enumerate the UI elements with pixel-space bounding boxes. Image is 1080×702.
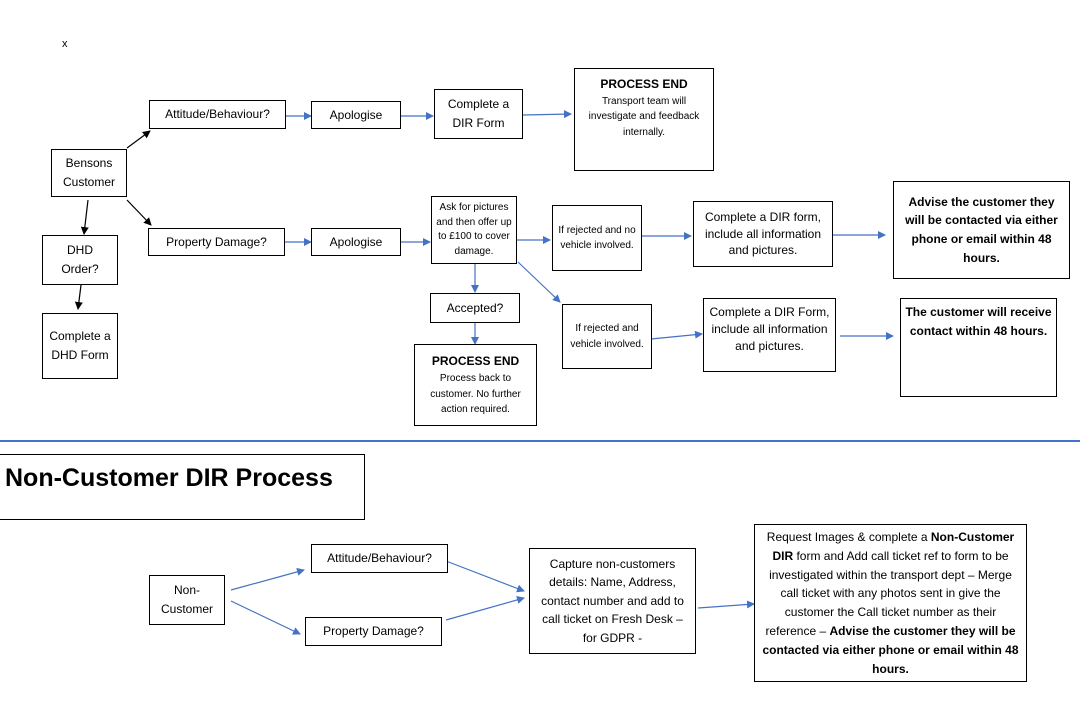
complete-dhd-form-box: Complete a DHD Form — [42, 313, 118, 379]
process-end-box-2: PROCESS END Process back to customer. No… — [414, 344, 537, 426]
complete-dir-form-box-1: Complete a DIR Form — [434, 89, 523, 139]
arrow-capture-to-request — [697, 600, 755, 609]
arrow-rejected-vehicle-to-dir — [650, 330, 703, 340]
apologise-box-2: Apologise — [311, 228, 401, 256]
accepted-box: Accepted? — [430, 293, 520, 323]
complete-dir-form-box-2: Complete a DIR form, include all informa… — [693, 201, 833, 267]
process-end-box-1: PROCESS END Transport team will investig… — [574, 68, 714, 171]
arrow-ask-to-rejected-vehicle — [517, 261, 561, 303]
complete-dir-form-box-3: Complete a DIR Form, include all informa… — [703, 298, 836, 372]
request-images-box: Request Images & complete a Non-Customer… — [754, 524, 1027, 682]
attitude-behaviour-box: Attitude/Behaviour? — [149, 100, 286, 129]
customer-contact-box: The customer will receive contact within… — [900, 298, 1057, 397]
arrow-bensons-to-attitude — [126, 130, 151, 149]
nc-attitude-behaviour-box: Attitude/Behaviour? — [311, 544, 448, 573]
request-images-text-1: Request Images & complete a — [766, 530, 931, 544]
arrow-bensons-to-property — [126, 199, 152, 226]
rejected-vehicle-box: If rejected and vehicle involved. — [562, 304, 652, 369]
arrow-dhd-to-complete-dhd — [74, 284, 83, 310]
arrow-dir-to-process-end — [522, 110, 572, 119]
arrow-attitude-to-capture — [445, 560, 525, 593]
process-end-title-1: PROCESS END — [600, 77, 688, 91]
arrow-property-to-capture — [445, 596, 525, 621]
non-customer-box: Non-Customer — [149, 575, 225, 625]
property-damage-box: Property Damage? — [148, 228, 285, 256]
section-divider — [0, 440, 1080, 442]
arrow-noncustomer-to-attitude — [230, 567, 305, 591]
ask-for-pictures-box: Ask for pictures and then offer up to £1… — [431, 196, 517, 264]
arrow-bensons-to-dhd — [80, 199, 89, 235]
nc-property-damage-box: Property Damage? — [305, 617, 442, 646]
process-end-text-2: Process back to customer. No further act… — [430, 373, 521, 416]
request-images-bold-1: Non-Customer DIR — [772, 530, 1015, 563]
bensons-customer-box: Bensons Customer — [51, 149, 127, 197]
process-end-title-2: PROCESS END — [431, 354, 520, 369]
rejected-no-vehicle-box: If rejected and no vehicle involved. — [552, 205, 642, 271]
capture-details-box: Capture non-customers details: Name, Add… — [529, 548, 696, 654]
request-images-text-2: form and Add call ticket ref to form to … — [765, 548, 1012, 639]
advise-customer-box: Advise the customer they will be contact… — [893, 181, 1070, 279]
corner-mark: x — [62, 38, 68, 50]
apologise-box-1: Apologise — [311, 101, 401, 129]
dhd-order-box: DHD Order? — [42, 235, 118, 285]
process-end-text-1: Transport team will investigate and feed… — [588, 95, 700, 138]
request-images-bold-2: Advise the customer they will be contact… — [762, 624, 1019, 676]
section-title: Non-Customer DIR Process — [0, 454, 365, 520]
arrow-noncustomer-to-property — [230, 600, 301, 635]
